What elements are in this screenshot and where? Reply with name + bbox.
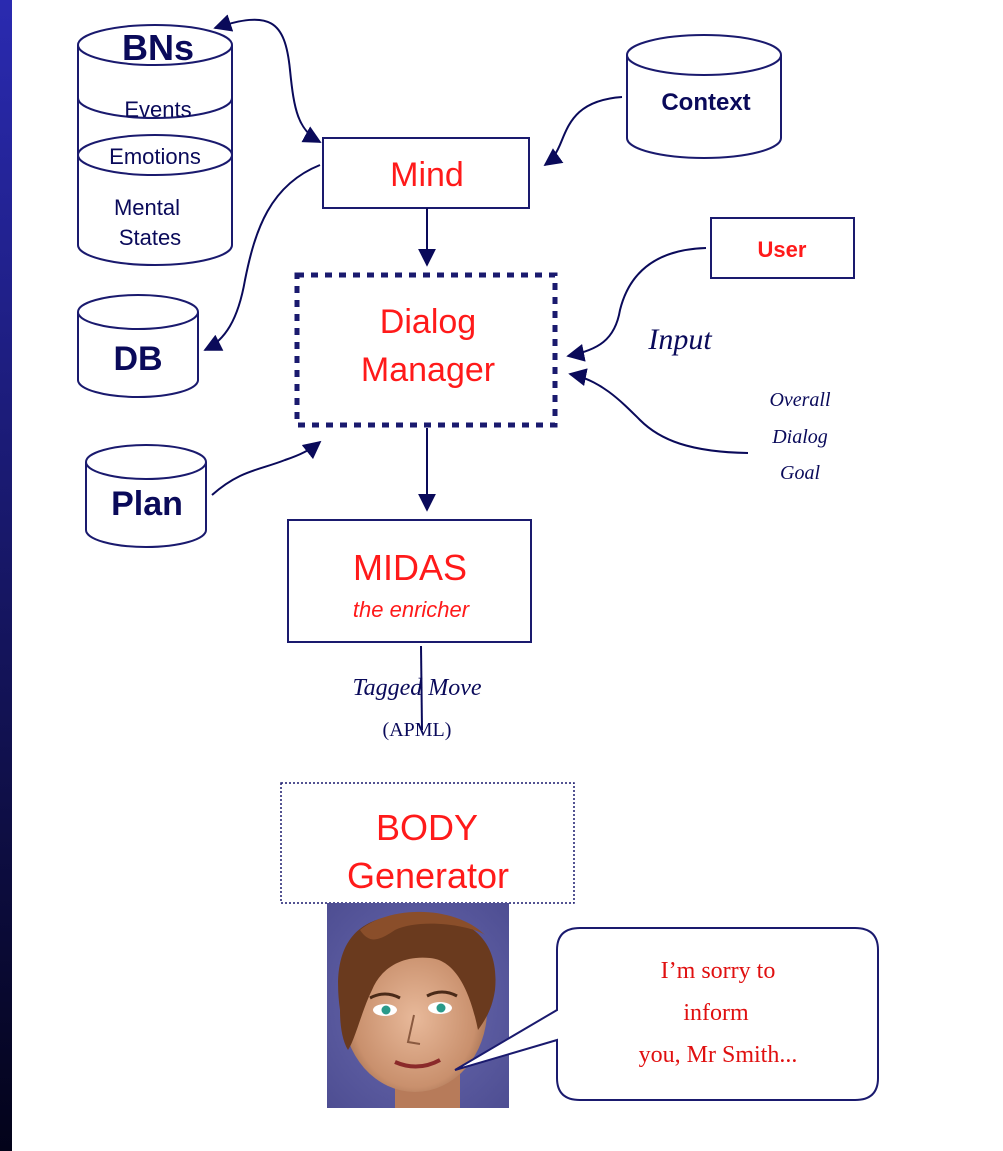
bns-label: BNs [122, 27, 194, 68]
dialog-label-line1: Dialog [380, 303, 476, 341]
context-label: Context [661, 89, 750, 116]
emotions-label: Emotions [109, 144, 201, 169]
mental-label-line1: Mental [114, 195, 180, 220]
mind-box [322, 137, 530, 209]
arrows [203, 14, 749, 731]
arrow-user-dialog [566, 247, 707, 362]
context-cylinder [626, 34, 782, 159]
body-label-line2: Generator [347, 855, 509, 896]
apml-label: (APML) [383, 719, 452, 741]
midas-box [287, 519, 532, 643]
db-cylinder [77, 294, 199, 398]
midas-title: MIDAS [353, 547, 467, 588]
body-label-line1: BODY [376, 807, 478, 848]
midas-subtitle: the enricher [353, 597, 471, 622]
speech-line2: inform [683, 1000, 749, 1026]
dialog-label-line2: Manager [361, 351, 495, 389]
goal-label-line3: Goal [780, 462, 820, 484]
line-midas-tagged-move [420, 645, 423, 731]
arrow-goal-dialog [568, 368, 749, 454]
arrow-bns-mind [213, 14, 322, 143]
input-label: Input [647, 323, 712, 356]
arrow-plan-dialog [211, 440, 322, 496]
plan-label: Plan [111, 485, 183, 523]
user-label: User [758, 237, 807, 262]
arrow-mind-db [203, 164, 321, 351]
arrow-context-mind [543, 96, 623, 167]
plan-cylinder [85, 444, 207, 548]
speech-bubble [454, 927, 879, 1101]
goal-label-line1: Overall [769, 389, 831, 411]
mind-label: Mind [390, 156, 464, 194]
mental-label-line2: States [119, 225, 181, 250]
agent-face-avatar-icon [327, 903, 509, 1108]
tagged-move-label: Tagged Move [352, 675, 481, 701]
user-box [710, 217, 855, 279]
events-label: Events [124, 97, 191, 122]
db-label: DB [113, 340, 162, 378]
goal-label-line2: Dialog [771, 426, 828, 448]
speech-line3: you, Mr Smith... [639, 1042, 798, 1068]
dialog-manager-box [294, 272, 558, 428]
speech-line1: I’m sorry to [661, 958, 776, 984]
body-generator-box [280, 782, 575, 904]
